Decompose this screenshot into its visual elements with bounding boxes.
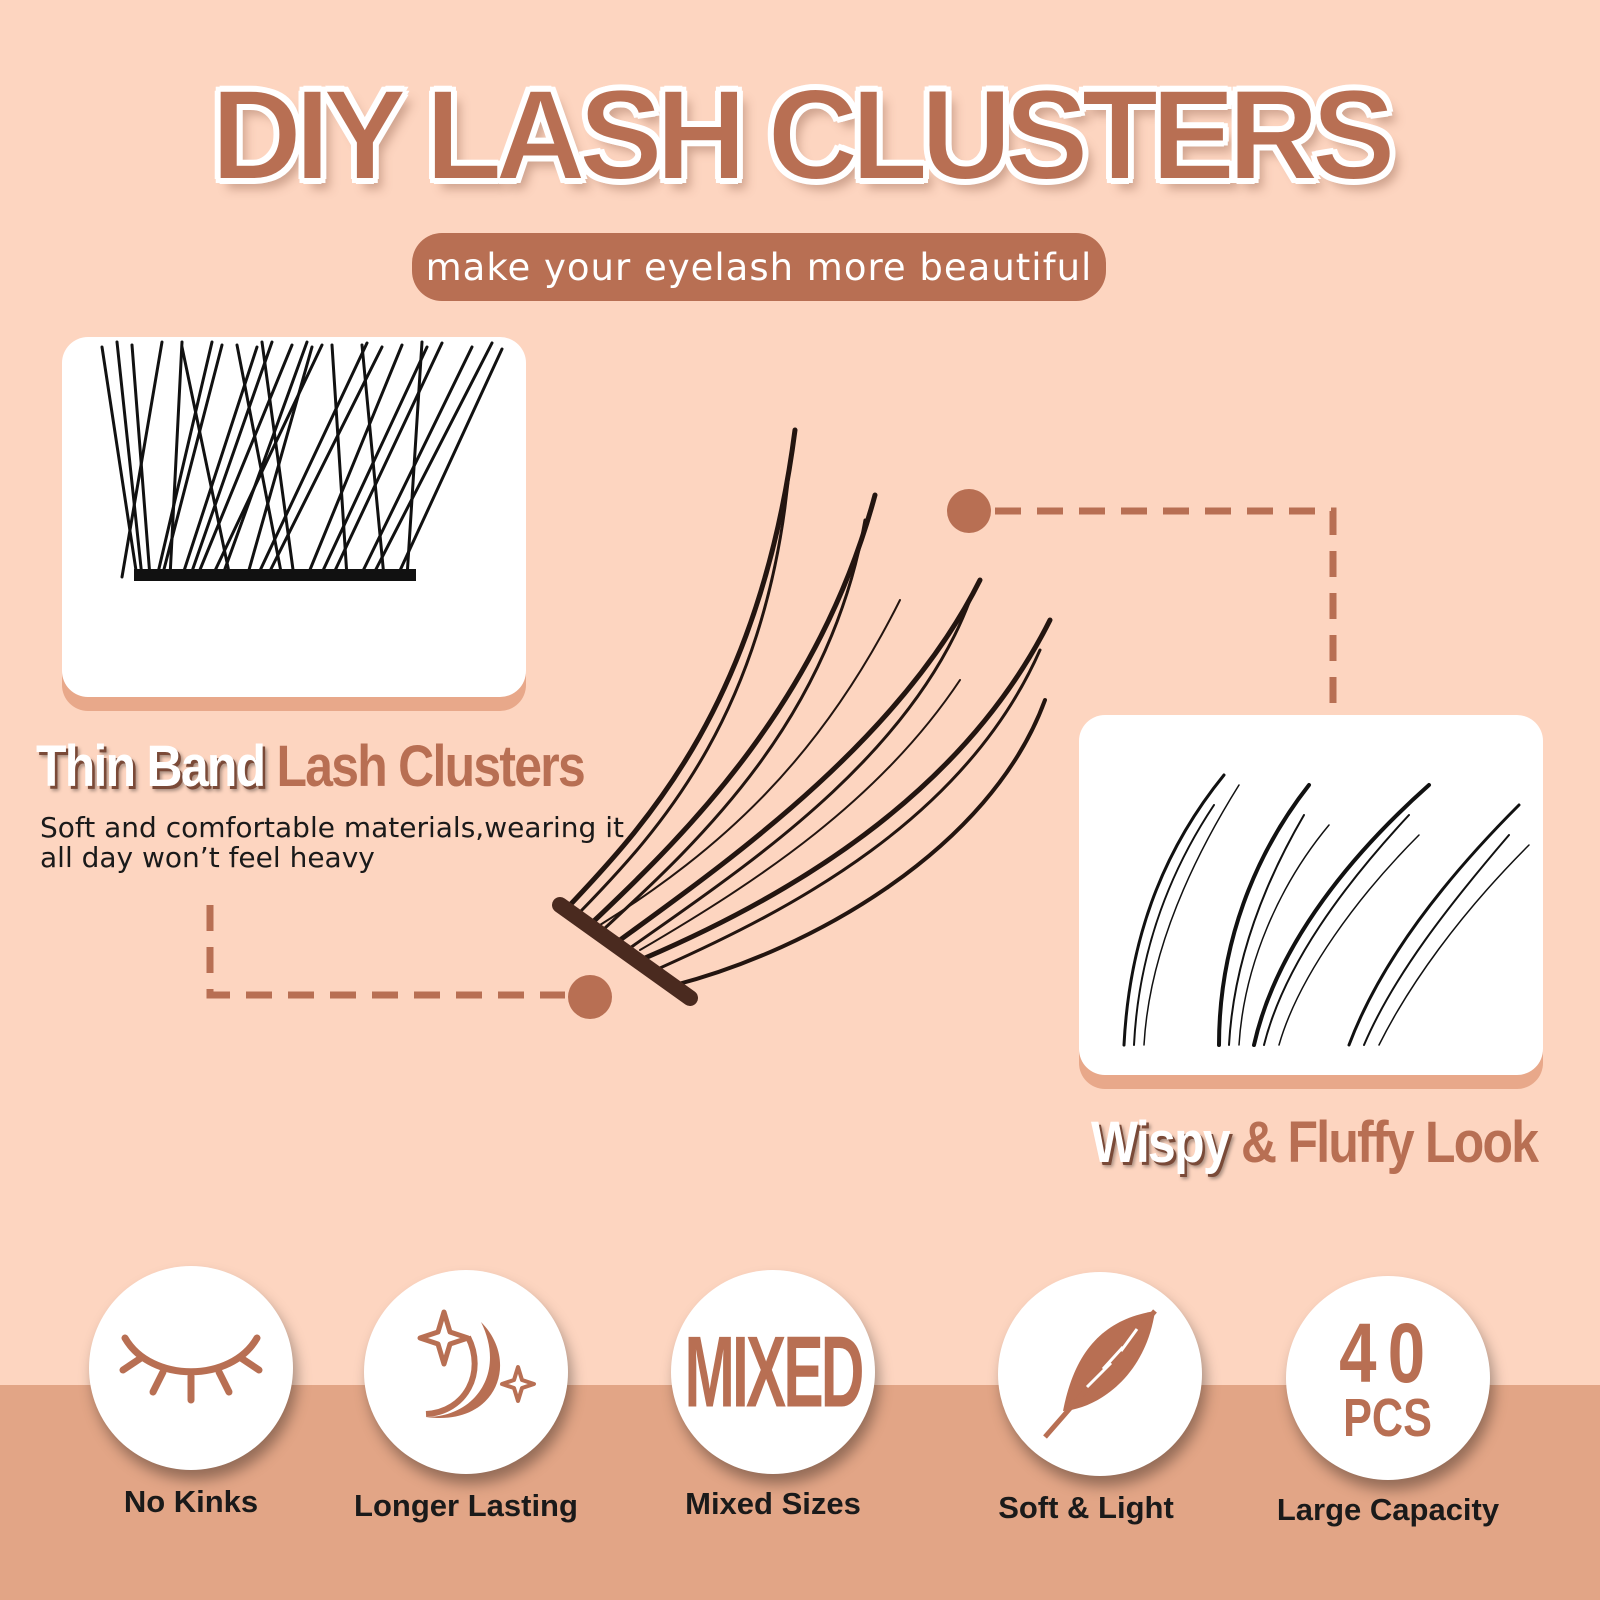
connector-lines xyxy=(206,507,1337,999)
page-title: DIY LASH CLUSTERS xyxy=(210,63,1396,208)
feature-soft-light-label: Soft & Light xyxy=(998,1490,1174,1525)
feature-mixed-sizes-label: Mixed Sizes xyxy=(685,1486,861,1521)
feature-large-capacity-label: Large Capacity xyxy=(1276,1492,1500,1527)
connector-dot-left xyxy=(568,975,612,1019)
connector-dot-right xyxy=(947,489,991,533)
wispy-closeup-card xyxy=(1079,715,1543,1075)
center-lash-cluster-image xyxy=(552,427,1053,1006)
wispy-lash-image xyxy=(1122,773,1530,1047)
wispy-heading-white: Wispy xyxy=(1091,1110,1231,1175)
count-badge-number: 40 xyxy=(1339,1306,1437,1400)
thin-band-closeup-card xyxy=(62,337,526,697)
thin-band-lash-image xyxy=(100,340,504,581)
count-badge: 40 PCS xyxy=(1327,1311,1448,1445)
thin-band-heading-brown: Lash Clusters xyxy=(276,734,585,799)
thin-band-heading-white: Thin Band xyxy=(36,734,266,799)
subtitle-pill: make your eyelash more beautiful xyxy=(412,233,1106,301)
wispy-heading: Wispy & Fluffy Look xyxy=(1091,1109,1539,1176)
closed-eye-icon xyxy=(119,1334,263,1404)
thin-band-heading: Thin Band Lash Clusters xyxy=(36,733,586,800)
feature-longer-lasting-label: Longer Lasting xyxy=(354,1488,578,1523)
count-badge-unit: PCS xyxy=(1343,1388,1433,1448)
moon-stars-icon xyxy=(417,1309,536,1419)
feature-large-capacity-circle: 40 PCS xyxy=(1286,1276,1490,1480)
feature-no-kinks-circle xyxy=(89,1266,293,1470)
feature-no-kinks-label: No Kinks xyxy=(123,1484,259,1519)
feature-soft-light-circle xyxy=(998,1272,1202,1476)
mixed-text-badge: MIXED xyxy=(684,1315,864,1428)
feature-mixed-sizes-circle: MIXED xyxy=(671,1270,875,1474)
feature-longer-lasting-circle xyxy=(364,1270,568,1474)
feature-icon xyxy=(1043,1309,1157,1439)
thin-band-description: Soft and comfortable materials,wearing i… xyxy=(40,811,624,874)
wispy-heading-brown: & Fluffy Look xyxy=(1241,1110,1539,1175)
